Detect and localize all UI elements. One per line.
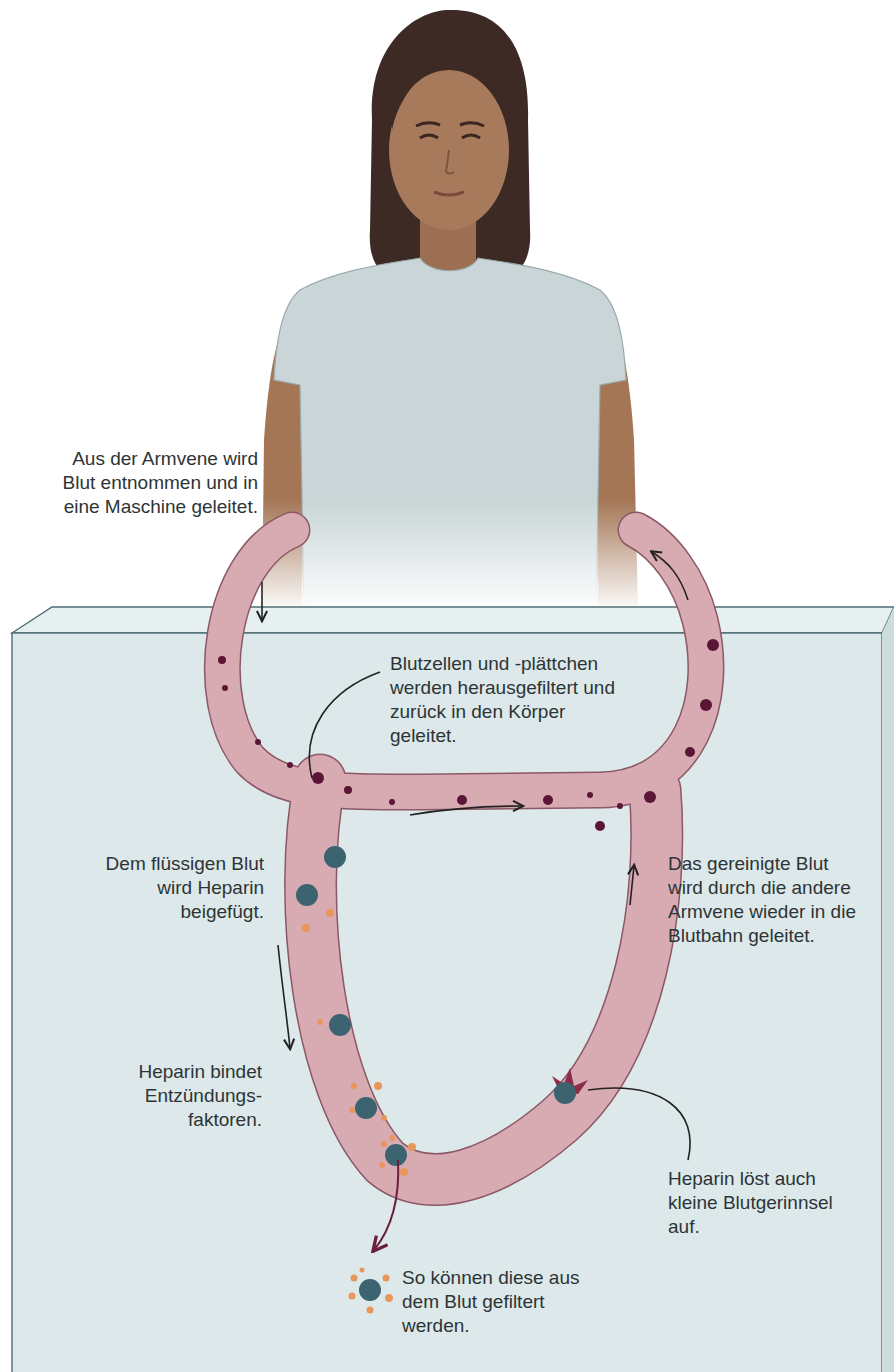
heparin-molecule: [355, 1097, 377, 1119]
blood-cell: [700, 699, 712, 711]
inflammation-factor: [379, 1162, 385, 1168]
blood-cell: [644, 791, 656, 803]
leader-line: [309, 672, 380, 778]
blood-tube: [222, 530, 706, 1180]
blood-cell: [457, 795, 467, 805]
callout-note: So können diese aus dem Blut gefiltert w…: [402, 1266, 617, 1338]
blood-cell: [707, 639, 719, 651]
callout-note: Blutzellen und -plättchen werden herausg…: [390, 652, 630, 748]
blood-cell: [218, 656, 226, 664]
brows: [416, 123, 484, 126]
inflammation-factor: [381, 1141, 387, 1147]
inflammation-factor: [400, 1168, 408, 1176]
mouth: [434, 192, 464, 195]
machine-top: [12, 607, 894, 633]
blood-cell: [344, 786, 352, 794]
callout-note: Aus der Armvene wird Blut entnommen und …: [53, 447, 258, 519]
heparin-molecule: [385, 1144, 407, 1166]
inflammation-factor: [302, 924, 310, 932]
inflammation-factor: [351, 1083, 357, 1089]
face: [389, 70, 509, 230]
machine: [12, 607, 894, 1372]
inflammation-factor: [326, 909, 334, 917]
blood-cell: [312, 772, 324, 784]
inflammation-factor: [381, 1115, 387, 1121]
inflammation-factor: [408, 1143, 416, 1151]
blood-cell: [255, 739, 261, 745]
leader-line: [588, 1088, 690, 1160]
machine-side: [882, 607, 894, 1372]
blood-particles: [218, 639, 719, 1176]
callout-note: Heparin löst auch kleine Blutgerinnsel a…: [668, 1167, 843, 1239]
blood-cell: [587, 792, 593, 798]
filtered-complex: [349, 1268, 394, 1314]
inflammation-factor: [349, 1107, 355, 1113]
machine-front: [12, 633, 882, 1372]
inflammation-factor: [317, 1019, 323, 1025]
filter-arrow: [374, 1160, 398, 1250]
blood-cell: [685, 747, 695, 757]
eyes: [420, 135, 480, 138]
inflammation-factor: [374, 1082, 382, 1090]
blood-cell: [595, 821, 605, 831]
heparin-molecule: [329, 1014, 351, 1036]
hair-front: [392, 39, 513, 140]
inflammation-factor: [389, 1135, 395, 1141]
callout-note: Das gereinigte Blut wird durch die ander…: [668, 852, 868, 948]
nose: [446, 150, 454, 174]
callout-note: Heparin bindet Entzündungs- faktoren.: [92, 1060, 262, 1132]
blood-cell: [543, 795, 553, 805]
blood-cell: [287, 762, 293, 768]
clot: [552, 1068, 588, 1104]
blood-cell: [222, 685, 228, 691]
blood-cell: [617, 803, 623, 809]
callout-note: Dem flüssigen Blut wird Heparin beigefüg…: [89, 852, 264, 924]
heparin-molecule: [296, 884, 318, 906]
blood-cell: [389, 799, 395, 805]
flow-arrows: [262, 552, 690, 1160]
heparin-molecule: [324, 846, 346, 868]
